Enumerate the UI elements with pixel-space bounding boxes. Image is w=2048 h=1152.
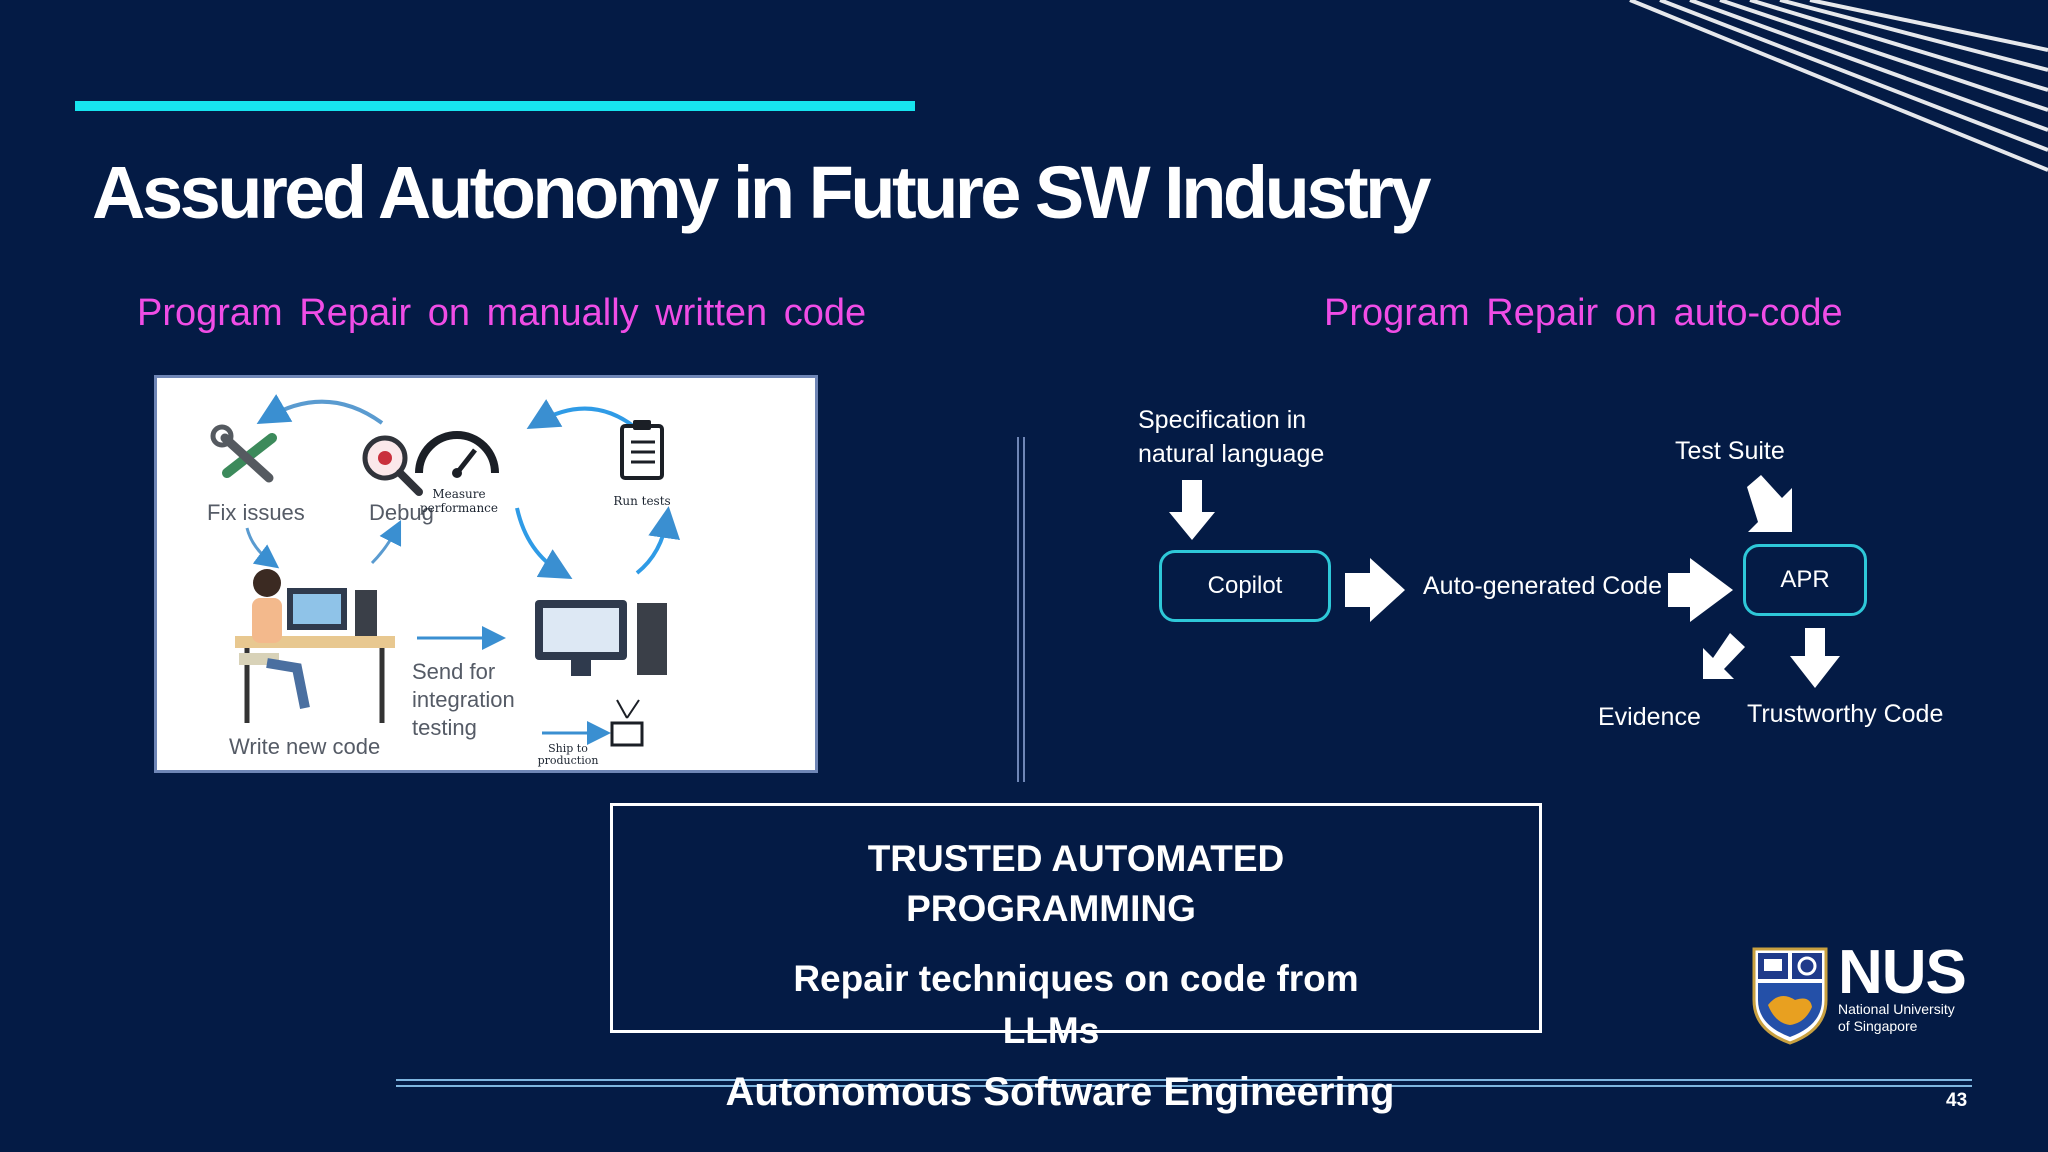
- test-suite-label: Test Suite: [1675, 437, 1785, 465]
- manual-code-cycle-illustration: Fix issues Debug Measure performance Run…: [154, 375, 818, 773]
- arrow-diagonal-icon: [1703, 633, 1745, 679]
- run-tests-label: Run tests: [613, 494, 671, 508]
- trustworthy-code-label: Trustworthy Code: [1747, 700, 1944, 728]
- auto-generated-code-label: Auto-generated Code: [1423, 572, 1663, 600]
- specification-label: Specification in natural language: [1138, 406, 1325, 468]
- workstation-illustration: [535, 600, 667, 676]
- right-subtitle: Program Repair on auto-code: [1324, 292, 1843, 334]
- nus-logo: NUS National University of Singapore: [1750, 938, 1970, 1045]
- arrow-diagonal-icon: [1747, 475, 1792, 532]
- nus-subtitle: National University of Singapore: [1838, 1001, 1955, 1034]
- tools-icon: [210, 424, 277, 483]
- footer-lines: [396, 1079, 1972, 1087]
- gauge-icon: [415, 431, 499, 478]
- summary-heading: TRUSTED AUTOMATED PROGRAMMING: [867, 838, 1285, 929]
- column-divider: [1017, 437, 1025, 782]
- corner-stripes-decoration: [1629, 0, 2048, 172]
- apr-box: APR: [1743, 544, 1867, 616]
- nus-crest-icon: [1752, 947, 1828, 1045]
- arrow-right-icon: [1668, 558, 1733, 622]
- send-for-testing-label: Send for integration testing: [412, 659, 515, 740]
- checklist-icon: [620, 420, 664, 480]
- measure-performance-label: Measure performance: [419, 487, 498, 515]
- nus-wordmark: NUS: [1838, 938, 1967, 1007]
- left-subtitle: Program Repair on manually written code: [137, 292, 867, 334]
- arrow-down-icon: [1169, 480, 1215, 540]
- page-number: 43: [1946, 1090, 1968, 1111]
- arrow-right-icon: [1345, 558, 1405, 622]
- ship-to-production-label: Ship to production: [537, 742, 599, 767]
- package-icon: [610, 699, 644, 747]
- developer-at-desk-illustration: [235, 569, 395, 723]
- debug-label: Debug: [369, 500, 434, 525]
- arrow-down-icon: [1790, 628, 1840, 688]
- summary-box: TRUSTED AUTOMATED PROGRAMMING Repair tec…: [610, 803, 1542, 1051]
- write-new-code-label: Write new code: [229, 734, 381, 759]
- fix-issues-label: Fix issues: [207, 500, 305, 525]
- title-accent-bar: [75, 101, 915, 111]
- bug-magnifier-icon: [362, 435, 423, 496]
- evidence-label: Evidence: [1598, 703, 1701, 731]
- slide-title: Assured Autonomy in Future SW Industry: [92, 151, 1432, 234]
- summary-body: Repair techniques on code from LLMs: [793, 958, 1359, 1051]
- copilot-box: Copilot: [1159, 550, 1331, 622]
- footer-text: Autonomous Software Engineering: [725, 1070, 1395, 1114]
- flow-arrows: [1169, 475, 1840, 688]
